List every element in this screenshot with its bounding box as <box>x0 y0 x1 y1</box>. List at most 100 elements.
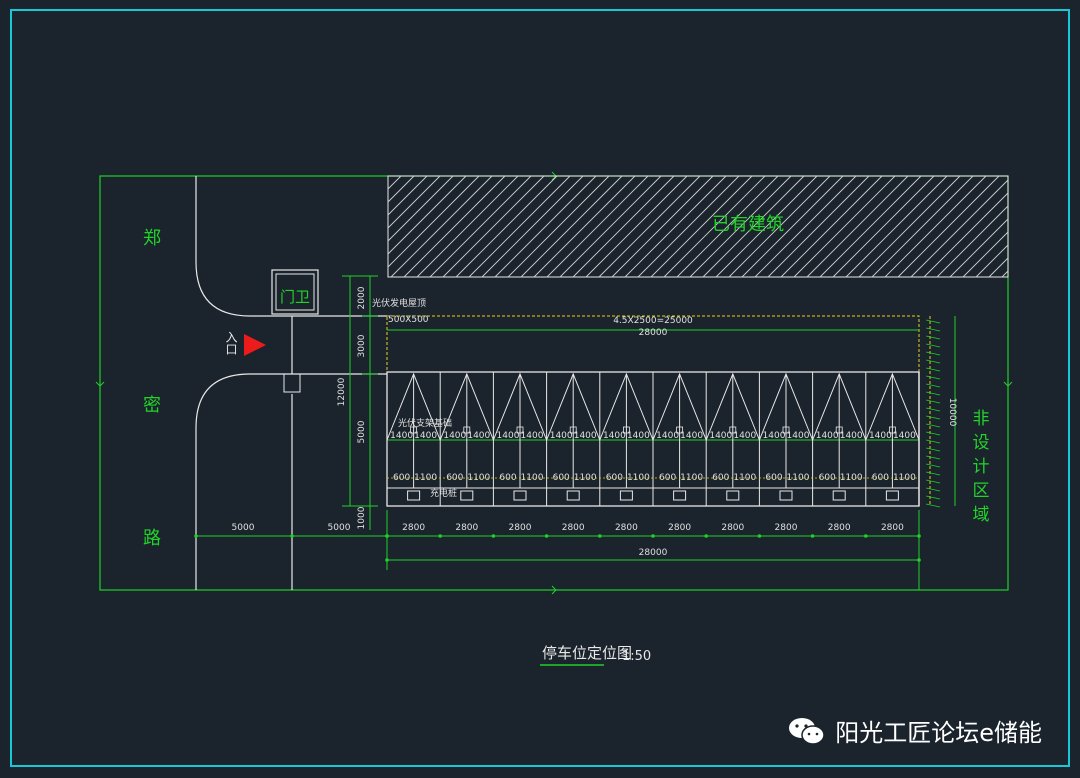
road-char-2: 密 <box>143 395 161 416</box>
charger-icon <box>566 490 580 501</box>
dim-tick <box>598 534 602 538</box>
hatch-line <box>793 175 896 278</box>
row-label-1400-a: 1400 <box>390 431 413 441</box>
hatch-line <box>767 175 870 278</box>
right-tick <box>925 327 941 332</box>
right-tick <box>925 367 941 372</box>
break-mark-right <box>1003 381 1013 387</box>
hatch-line <box>923 192 1009 278</box>
row-label-1400-b: 1400 <box>414 431 437 441</box>
right-tick <box>925 495 941 500</box>
guard-house-outer <box>271 269 319 315</box>
caption-scale: 1:50 <box>622 649 651 664</box>
hatch-line <box>663 175 766 278</box>
non-design-area-char: 非 <box>973 409 990 429</box>
right-tick <box>925 359 941 364</box>
right-tick <box>925 471 941 476</box>
wechat-icon <box>789 717 825 745</box>
hatch-line <box>429 175 532 278</box>
entrance-arrow-icon <box>244 334 266 356</box>
note-inner: 光伏支架基础 <box>398 417 452 429</box>
row-label-600: 600 <box>606 473 623 483</box>
charger-icon <box>619 490 633 501</box>
column-base <box>835 426 843 434</box>
right-tick <box>925 399 941 404</box>
hatch-line <box>1001 270 1009 278</box>
hatch-line <box>624 175 727 278</box>
note-lower: 充电桩 <box>430 487 457 499</box>
watermark-text: 阳光工匠论坛e储能 <box>835 719 1042 747</box>
hatch-line <box>546 175 649 278</box>
hatch-line <box>598 175 701 278</box>
hatch-line <box>481 175 584 278</box>
hatch-line <box>468 175 571 278</box>
dim-top-long: 4.5X2500=25000 <box>613 316 693 326</box>
hatch-line <box>507 175 610 278</box>
right-tick <box>925 487 941 492</box>
hatch-line <box>390 175 493 278</box>
dim-vertical-1000: 1000 <box>357 506 367 529</box>
row-label-600: 600 <box>765 473 782 483</box>
column-base <box>729 426 737 434</box>
dim-tick <box>651 534 655 538</box>
right-tick <box>925 391 941 396</box>
row-label-600: 600 <box>553 473 570 483</box>
dim-tick <box>290 534 294 538</box>
non-design-area-char: 区 <box>973 481 990 501</box>
row-label-1400-b: 1400 <box>574 431 597 441</box>
non-design-area-char: 设 <box>973 433 990 453</box>
hatch-line <box>403 175 506 278</box>
dim-tick <box>917 558 921 562</box>
road-char-3: 路 <box>143 528 161 549</box>
hatch-line <box>559 175 662 278</box>
dim-vertical-5000: 5000 <box>357 420 367 443</box>
row-label-1400-a: 1400 <box>603 431 626 441</box>
row-label-1400-b: 1400 <box>787 431 810 441</box>
dim-bay-2800: 2800 <box>615 523 638 533</box>
right-tick <box>925 439 941 444</box>
entrance-label: 入口 <box>224 331 238 355</box>
charger-icon <box>407 490 421 501</box>
dim-tick <box>194 534 198 538</box>
hatch-line <box>832 175 935 278</box>
dim-vertical-2000: 2000 <box>357 286 367 309</box>
row-label-1400-b: 1400 <box>840 431 863 441</box>
right-tick <box>925 447 941 452</box>
dim-tick <box>385 558 389 562</box>
note-top-tag: 500X500 <box>388 315 429 325</box>
dim-bay-2800: 2800 <box>775 523 798 533</box>
row-label-1400-a: 1400 <box>763 431 786 441</box>
hatch-line <box>494 175 597 278</box>
hatch-line <box>871 175 974 278</box>
hatch-line <box>936 205 1009 278</box>
dim-total-top: 28000 <box>639 328 668 338</box>
row-label-1400-a: 1400 <box>709 431 732 441</box>
hatch-line <box>585 175 688 278</box>
right-tick <box>925 407 941 412</box>
dim-tick <box>917 534 921 538</box>
hatch-line <box>520 175 623 278</box>
hatch-line <box>702 175 805 278</box>
right-tick <box>925 463 941 468</box>
dim-bay-2800: 2800 <box>455 523 478 533</box>
hatch-line <box>442 175 545 278</box>
non-design-area-char: 计 <box>973 457 990 477</box>
row-label-1400-a: 1400 <box>443 431 466 441</box>
right-tick <box>925 383 941 388</box>
right-tick <box>925 319 941 324</box>
charger-icon <box>513 490 527 501</box>
row-label-1400-a: 1400 <box>656 431 679 441</box>
caption-title: 停车位定位图 <box>542 644 632 662</box>
dim-road-5000-b: 5000 <box>328 523 351 533</box>
row-label-1400-b: 1400 <box>733 431 756 441</box>
hatch-line <box>819 175 922 278</box>
dim-tick <box>438 534 443 538</box>
hatch-line <box>387 175 467 255</box>
dim-tick <box>385 534 389 538</box>
row-label-1400-b: 1400 <box>893 431 916 441</box>
right-tick <box>925 343 941 348</box>
row-label-1400-b: 1400 <box>521 431 544 441</box>
guard-house-inner <box>275 273 315 311</box>
